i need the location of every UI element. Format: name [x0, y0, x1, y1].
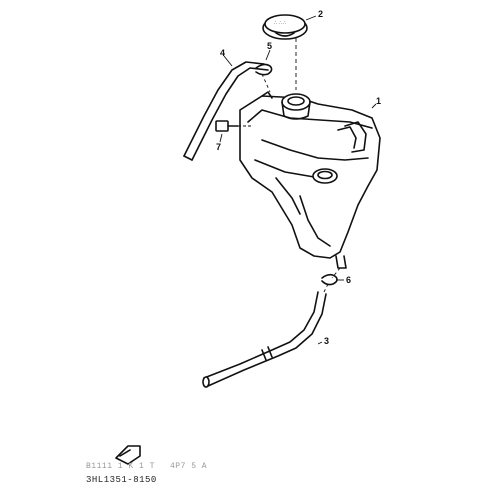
clip-upper-part	[255, 63, 273, 93]
reservoir-tank-part	[239, 91, 381, 269]
callout-6: 6	[346, 275, 351, 285]
callout-5: 5	[267, 41, 272, 51]
drain-hose-part	[202, 291, 327, 388]
faint-text-right: 4P7 5 A	[170, 462, 207, 471]
bolt-part	[215, 120, 252, 132]
callout-7: 7	[216, 142, 221, 152]
clip-lower-part	[321, 267, 341, 293]
callout-3: 3	[324, 336, 329, 346]
part-code: 3HL1351-8150	[86, 475, 157, 484]
yamaha-logo	[115, 445, 141, 465]
breather-hose-part	[183, 61, 269, 161]
callout-4: 4	[220, 48, 225, 58]
faint-text-left: B1111 1 K 1 T	[86, 462, 155, 471]
callout-2: 2	[318, 9, 323, 19]
cap-part: ∴ ∴ ∴	[262, 14, 308, 40]
svg-text:∴ ∴ ∴: ∴ ∴ ∴	[274, 20, 286, 26]
callout-leaders	[219, 15, 377, 345]
callout-1: 1	[376, 96, 381, 106]
